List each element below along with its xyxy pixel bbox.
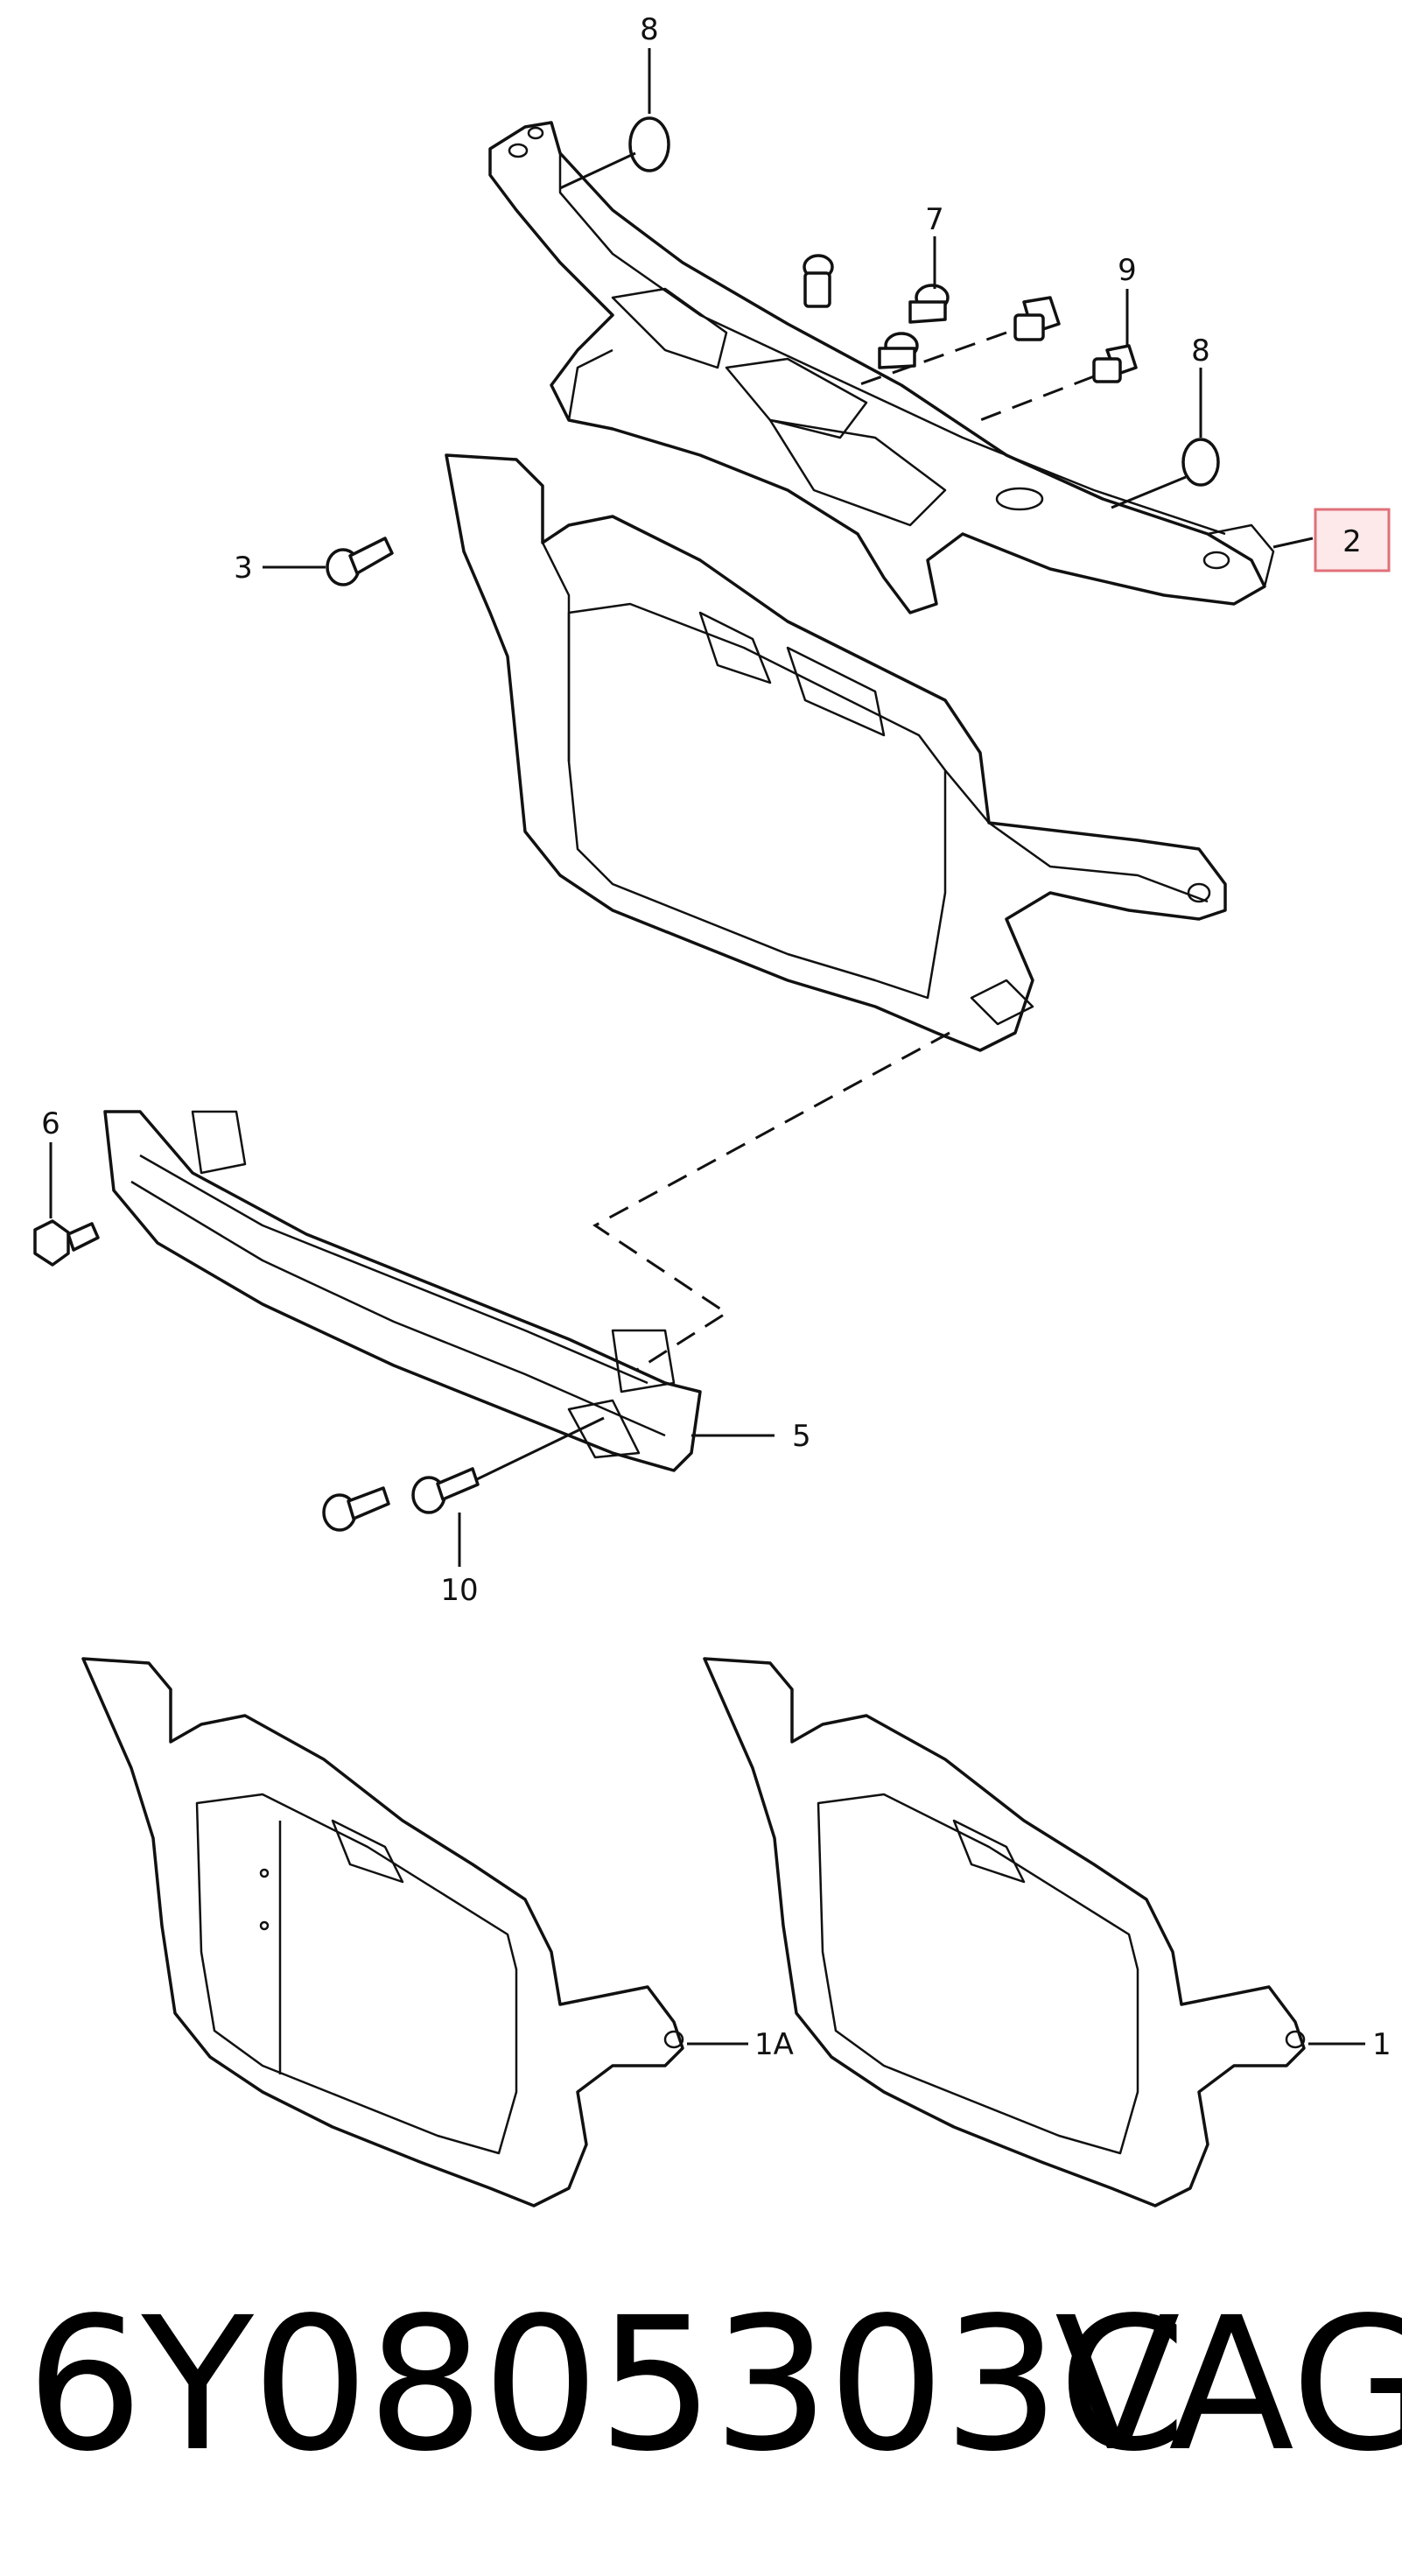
callout-8-right: 8 [1191,333,1210,369]
callout-7: 7 [925,202,944,237]
bolt-9-a [1013,296,1061,341]
callout-2-highlight [1314,508,1391,572]
bumper-beam-5 [103,1110,702,1472]
bolt-9-b [1092,344,1138,383]
upper-cross-member [488,121,1275,614]
lock-carrier-1A [81,1657,684,2207]
bolt-3 [326,537,394,586]
bolt-10-a [322,1486,390,1532]
screw-7-c [878,332,919,369]
callout-2: 2 [1342,524,1362,559]
lock-carrier-1 [703,1657,1306,2207]
callout-6: 6 [41,1106,60,1141]
callout-3: 3 [234,551,253,586]
callout-9: 9 [1118,253,1137,288]
grommet-8-upper [628,116,670,172]
brand-label: VAG [1055,2278,1402,2492]
screw-7-b [908,284,950,324]
callout-8-top: 8 [640,12,659,47]
bolt-10-b [411,1467,480,1514]
callout-1A: 1A [754,2027,794,2062]
callout-5: 5 [792,1419,811,1454]
screw-7-a [803,254,834,308]
callout-10: 10 [440,1573,478,1608]
lock-carrier-main [445,453,1227,1052]
nut-6 [33,1219,100,1267]
grommet-8-right [1181,438,1220,487]
part-number-label: 6Y0805303C [26,2278,1187,2492]
callout-1: 1 [1372,2027,1391,2062]
